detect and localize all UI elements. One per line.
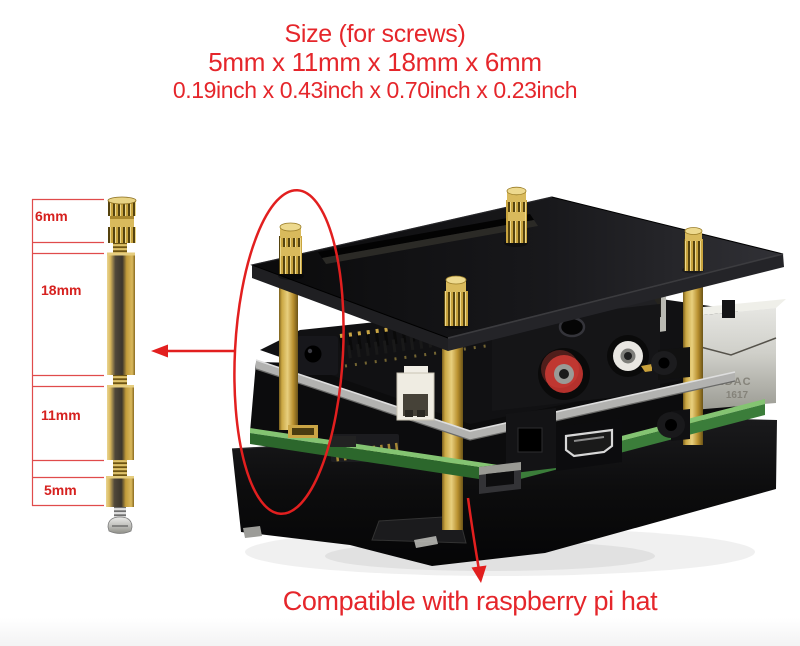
pointer-arrow-down-icon (466, 497, 487, 583)
top-plate-graphic (250, 196, 784, 351)
size-title: Size (for screws) (284, 20, 466, 48)
dim-label-5mm: 5mm (44, 482, 77, 498)
standoff-pillar-left (279, 288, 298, 430)
annotations (151, 188, 487, 583)
dim-label-18mm: 18mm (41, 282, 82, 298)
jst-connector-graphic (396, 366, 435, 421)
hex-rod-11mm-graphic (107, 386, 134, 460)
thumb-nut-graphic (107, 196, 137, 254)
svg-text:1617: 1617 (726, 390, 749, 401)
mid-plate-graphic (255, 359, 736, 441)
dimension-bracket (31, 198, 104, 507)
hex-rod-18mm-graphic (107, 254, 135, 375)
screw-graphic (107, 507, 133, 534)
pi-ports-graphic (479, 408, 690, 494)
size-inch-line: 0.19inch x 0.43inch x 0.70inch x 0.23inc… (172, 77, 578, 103)
highlight-ellipse (233, 188, 345, 516)
caption-text: Compatible with raspberry pi hat (282, 586, 658, 616)
dim-label-6mm: 6mm (35, 208, 68, 224)
standoff-pillar-right (683, 280, 703, 445)
pointer-arrow-left-icon (151, 344, 236, 358)
size-header: Size (for screws) 5mm x 11mm x 18mm x 6m… (85, 20, 665, 104)
thumb-screws-graphic (278, 186, 704, 329)
ir-receiver-graphic (297, 336, 338, 375)
case-photo: EDAC 1617 (231, 186, 786, 576)
bottom-fade (0, 618, 800, 646)
standoff-diagram (31, 196, 137, 534)
dim-label-11mm: 11mm (41, 407, 81, 423)
ethernet-port-graphic: EDAC 1617 (692, 299, 786, 410)
standoff-pillar-front (442, 346, 463, 530)
size-mm-line: 5mm x 11mm x 18mm x 6mm (208, 47, 542, 77)
hex-nut-5mm-graphic (106, 477, 134, 507)
